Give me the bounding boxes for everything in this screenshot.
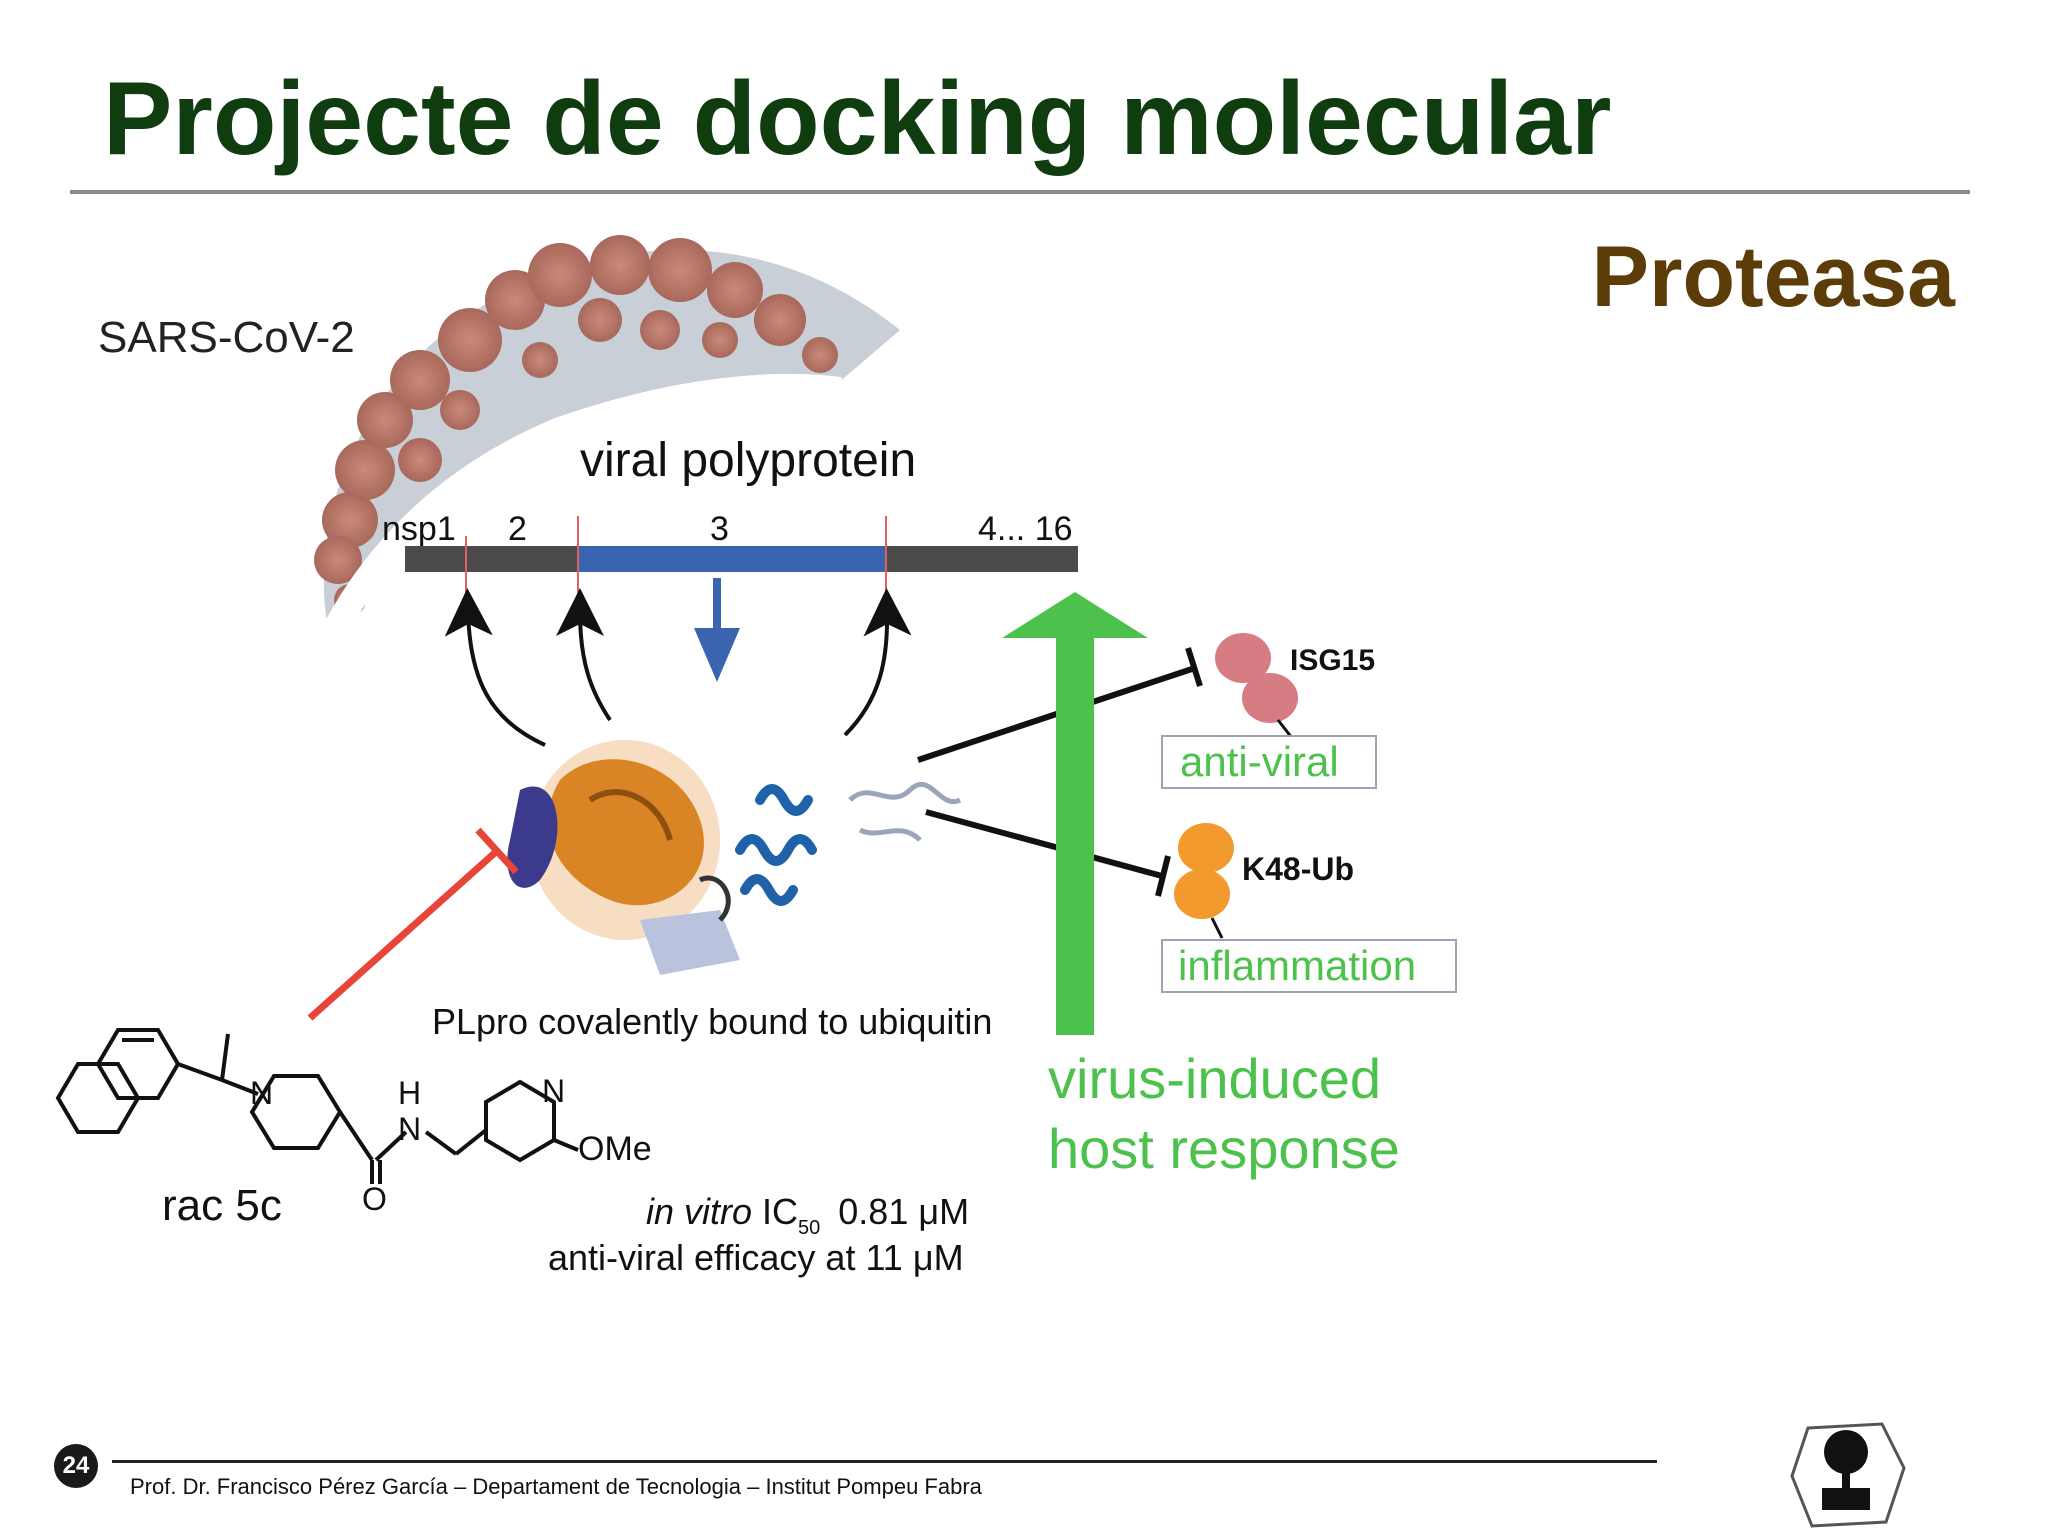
inflammation-label: inflammation: [1178, 942, 1416, 989]
polyprotein-label: viral polyprotein: [580, 434, 916, 487]
blue-down-arrow: [694, 578, 740, 682]
k48-ub-molecule: [1174, 823, 1234, 938]
footer-divider: [112, 1460, 1657, 1463]
atom-o-carbonyl: O: [362, 1181, 387, 1217]
ome-group: OMe: [578, 1130, 652, 1168]
host-response-line2: host response: [1048, 1117, 1400, 1180]
segment-label-nsp1: nsp1: [382, 510, 456, 548]
isg15-molecule: [1215, 633, 1298, 738]
ic50-sub: 50: [798, 1217, 820, 1239]
cleavage-arrows: [468, 612, 887, 745]
atom-h-amide: H: [398, 1075, 421, 1111]
compound-structure: [58, 1030, 578, 1184]
plpro-caption: PLpro covalently bound to ubiquitin: [432, 1001, 992, 1042]
inhibition-bar-red: [310, 830, 516, 1018]
university-logo: [1786, 1418, 1910, 1530]
plpro-protein-structure: [507, 740, 960, 975]
k48-ub-label: K48-Ub: [1242, 851, 1354, 887]
page-number-badge: 24: [54, 1444, 98, 1488]
host-response-arrow: [1002, 592, 1148, 1035]
footer-credit: Prof. Dr. Francisco Pérez García – Depar…: [130, 1474, 982, 1500]
atom-n-piperidine: N: [250, 1075, 273, 1111]
polyprotein-nsp3-segment: [578, 546, 886, 572]
segment-label-2: 2: [508, 510, 527, 548]
atom-n-pyridine: N: [542, 1073, 565, 1109]
efficacy-line: anti-viral efficacy at 11 μM: [548, 1237, 964, 1278]
ic50-italic: in vitro: [646, 1191, 752, 1232]
segment-label-3: 3: [710, 510, 729, 548]
atom-n-amide: N: [398, 1111, 421, 1147]
ic50-ic: IC: [762, 1191, 798, 1232]
antiviral-label: anti-viral: [1180, 738, 1339, 785]
virus-label: SARS-CoV-2: [98, 313, 355, 362]
ic50-value: 0.81 μM: [838, 1191, 969, 1232]
isg15-label: ISG15: [1290, 644, 1375, 677]
compound-name: rac 5c: [162, 1181, 282, 1230]
inhibition-bar-k48: [926, 812, 1168, 896]
segment-label-4-16: 4... 16: [978, 510, 1073, 548]
host-response-line1: virus-induced: [1048, 1047, 1381, 1110]
